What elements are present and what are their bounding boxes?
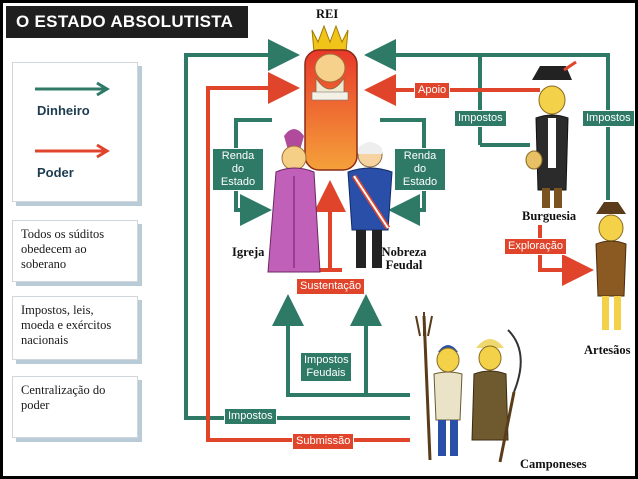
info-box-subjects: Todos os súditos obedecem ao soberano [12,220,138,282]
state-income-label-right: Renda do Estado [394,148,446,191]
state-income-label-left: Renda do Estado [212,148,264,191]
info-box-centralization: Centralização do poder [12,376,138,438]
sustentation-label: Sustentação [296,278,366,295]
peasants-figure [415,312,522,463]
artisans-figure [595,202,627,330]
exploitation-label: Exploração [504,238,568,255]
legend-box: Dinheiro Poder [12,62,138,202]
tax-flow-outer [184,39,410,420]
church-figure [267,129,321,273]
artisans-label: Artesãos [584,343,631,357]
nobility-figure [347,142,393,268]
legend-arrows [35,81,110,159]
bourgeoisie-label: Burguesia [522,209,577,223]
feudal-tax-left [272,294,410,397]
tax-label-right: Impostos [582,110,635,127]
info-box-taxes-laws: Impostos, leis, moeda e exércitos nacion… [12,296,138,360]
tax-label-bottom: Impostos [224,408,277,425]
tax-flow-right [364,39,610,200]
peasants-label: Camponeses [520,457,587,471]
support-label: Apoio [414,82,451,99]
king-label: REI [316,7,339,21]
bourgeoisie-figure [525,60,577,208]
church-label: Igreja [232,245,265,259]
nobility-label: Nobreza Feudal [381,245,427,272]
power-legend-label: Poder [37,165,74,180]
diagram-title: O ESTADO ABSOLUTISTA [6,6,248,38]
money-legend-label: Dinheiro [37,103,90,118]
tax-label-left: Impostos [454,110,507,127]
king-figure [304,24,358,171]
submission-label: Submissão [292,433,355,450]
feudal-tax-label: Impostos Feudais [300,352,352,382]
